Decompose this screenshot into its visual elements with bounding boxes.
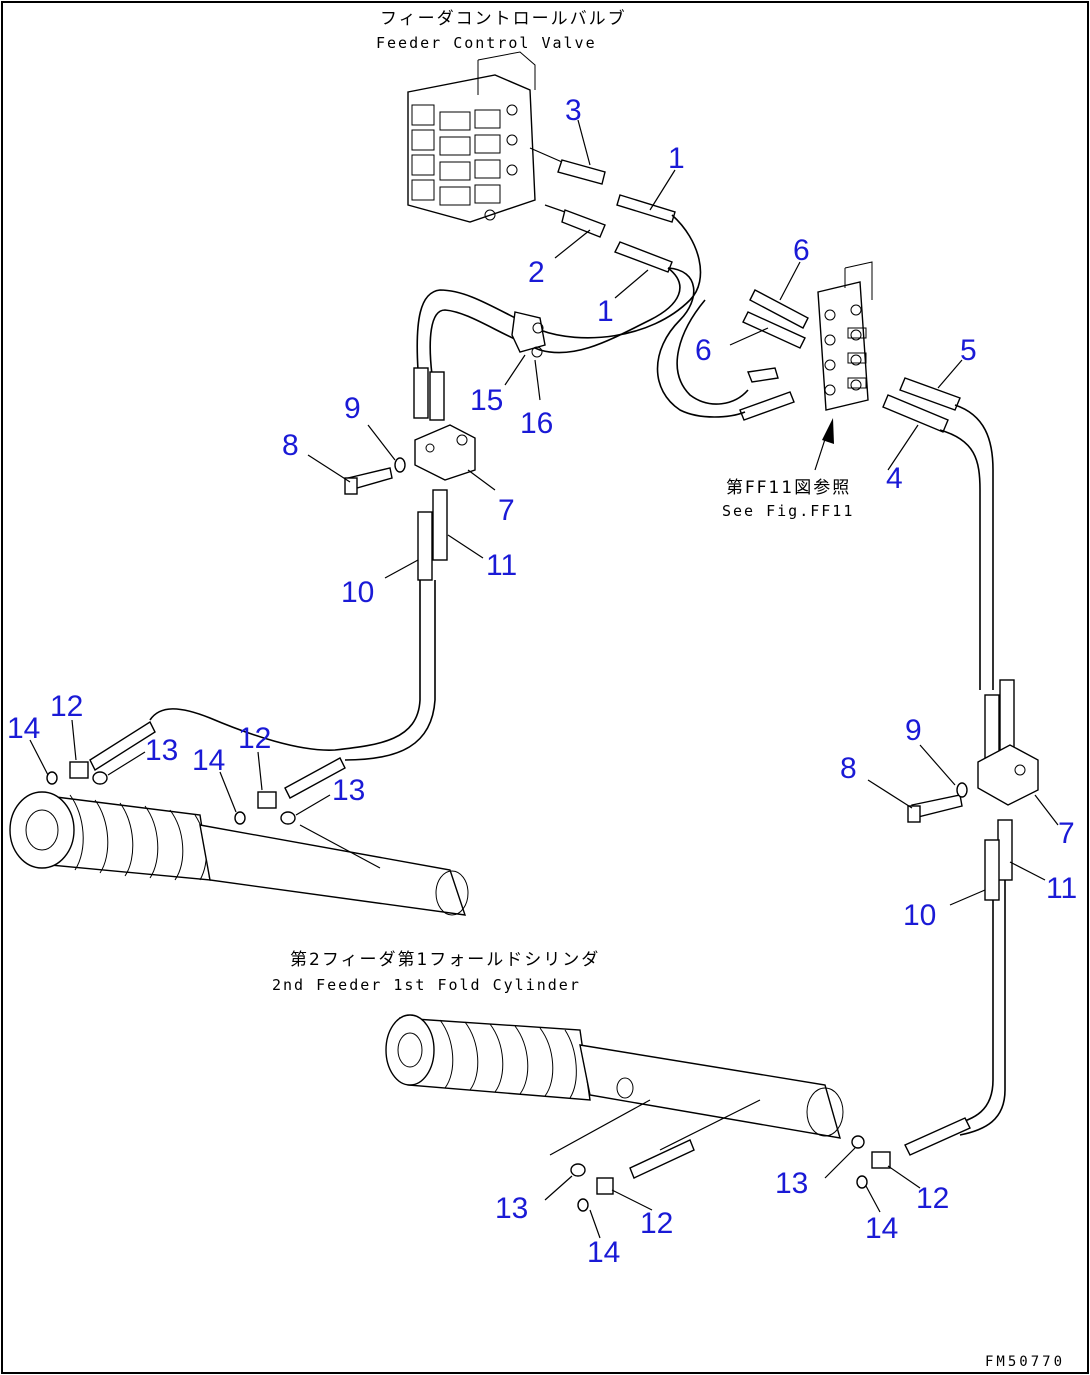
callout-10: 10 [341, 576, 374, 609]
callout-1: 1 [597, 295, 614, 328]
washer-9-right [956, 782, 968, 798]
figure-id: FM50770 [985, 1354, 1065, 1370]
fitting-3 [529, 147, 606, 185]
bolt-8-right [907, 794, 963, 823]
callout-5: 5 [960, 334, 977, 367]
callout-8: 8 [282, 429, 299, 462]
bracket-7-right [977, 744, 1039, 806]
caption-see-fig-en: See Fig.FF11 [722, 502, 854, 520]
hose-lines [149, 214, 1006, 1136]
fittings-left-cylinder [46, 720, 346, 825]
washer-9-left [394, 457, 406, 473]
callout-13: 13 [775, 1167, 808, 1200]
callout-9: 9 [905, 714, 922, 747]
fittings-lower-cylinder [570, 1117, 971, 1212]
hose-end-left-lower [739, 367, 795, 421]
bracket-7-left [414, 424, 476, 481]
feeder-control-valve [407, 51, 536, 223]
callout-11: 11 [486, 549, 517, 582]
hose-fittings-left [413, 367, 448, 581]
callout-13: 13 [145, 734, 178, 767]
caption-see-fig-jp: 第FF11図参照 [726, 478, 851, 498]
callout-14: 14 [587, 1236, 620, 1269]
callout-16: 16 [520, 407, 553, 440]
callout-2: 2 [528, 256, 545, 289]
callout-12: 12 [916, 1182, 949, 1215]
callout-10: 10 [903, 899, 936, 932]
see-fig-arrow [814, 418, 834, 471]
callout-14: 14 [865, 1212, 898, 1245]
callout-9: 9 [344, 392, 361, 425]
callout-6: 6 [793, 234, 810, 267]
hose-end-6-upper [749, 289, 809, 329]
clamp-15-16 [511, 311, 546, 358]
caption-cylinder-jp: 第2フィーダ第1フォールドシリンダ [290, 950, 600, 970]
callout-13: 13 [332, 774, 365, 807]
hose-end-4 [882, 394, 949, 433]
junction-block [817, 261, 873, 411]
bolt-8-left [344, 467, 393, 495]
callout-12: 12 [640, 1207, 673, 1240]
callout-8: 8 [840, 752, 857, 785]
leader-lines [29, 119, 1059, 1239]
callout-7: 7 [1058, 817, 1075, 850]
callout-14: 14 [192, 744, 225, 777]
callout-6: 6 [695, 334, 712, 367]
callout-7: 7 [498, 494, 515, 527]
callout-13: 13 [495, 1192, 528, 1225]
hose-end-5 [899, 377, 961, 411]
callout-12: 12 [238, 722, 271, 755]
callout-11: 11 [1046, 872, 1077, 905]
hose-end-1-lower [614, 241, 673, 273]
callout-numbers: 3 1 2 1 6 6 5 4 15 16 9 8 7 11 10 14 12 … [7, 94, 1077, 1269]
hose-end-6-lower [742, 311, 806, 349]
fold-cylinder-left [9, 791, 469, 916]
hose-end-1-upper [616, 194, 676, 223]
hose-fittings-right [984, 679, 1015, 901]
callout-4: 4 [886, 462, 903, 495]
caption-cylinder-en: 2nd Feeder 1st Fold Cylinder [272, 976, 581, 994]
caption-feeder-valve-en: Feeder Control Valve [376, 34, 597, 52]
caption-feeder-valve-jp: フィーダコントロールバルブ [380, 8, 627, 29]
callout-3: 3 [565, 94, 582, 127]
callout-12: 12 [50, 690, 83, 723]
callout-1: 1 [668, 142, 685, 175]
callout-14: 14 [7, 712, 40, 745]
fitting-2 [544, 204, 606, 238]
fold-cylinder-lower [385, 1014, 844, 1156]
callout-15: 15 [470, 384, 503, 417]
